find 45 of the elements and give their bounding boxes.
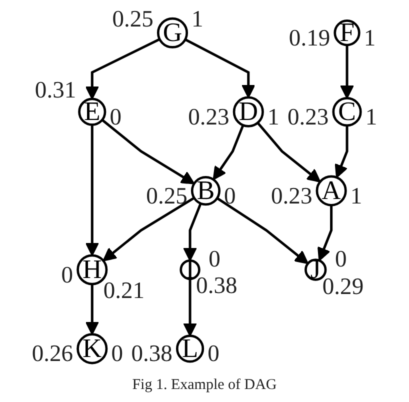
node-value: 0.25 [146,183,188,210]
arrow [85,38,160,100]
arrow [256,122,321,182]
node-value: 1 [192,6,204,33]
node-circle: K [76,333,108,364]
node-value: 0.25 [112,6,154,33]
arrow [183,202,202,262]
node-value: 0.31 [34,77,76,104]
node-value: 0 [208,341,220,368]
node-value: 0 [208,246,220,273]
node-value: 0.19 [288,25,330,52]
node-circle: G [156,17,188,48]
arrow [85,284,100,335]
arrow [85,124,100,256]
node-value: 0.23 [271,183,312,210]
node-value: 0.23 [188,104,230,130]
arrow [183,278,197,336]
node-circle: F [334,20,360,46]
node-value: 0.38 [131,341,172,368]
node-value: 0 [110,104,122,130]
node-circle: A [316,175,347,206]
arrow [317,205,333,262]
node-value: 0.23 [287,104,329,130]
node-circle: B [190,176,221,206]
node-value: 1 [267,104,280,130]
arrow [102,196,195,262]
node-value: 0 [61,262,74,288]
arrow [101,118,195,184]
arrow [340,45,354,99]
arrow [216,197,308,264]
node-circle: C [332,97,362,127]
node-value: 0 [224,183,236,210]
caption: Fig 1. Example of DAG [132,376,277,395]
node-value: 1 [350,183,362,210]
arrow [184,38,256,98]
node-value: 0 [111,341,123,368]
node-circle: L [176,334,204,363]
node-value: 0.26 [32,341,74,368]
arrow [334,125,348,178]
node-circle: D [232,96,264,128]
node-value: 1 [364,25,376,52]
arrow [212,124,244,180]
node-value: 0 [334,246,347,272]
node-value: 1 [365,104,378,130]
node-circle: E [78,98,106,126]
